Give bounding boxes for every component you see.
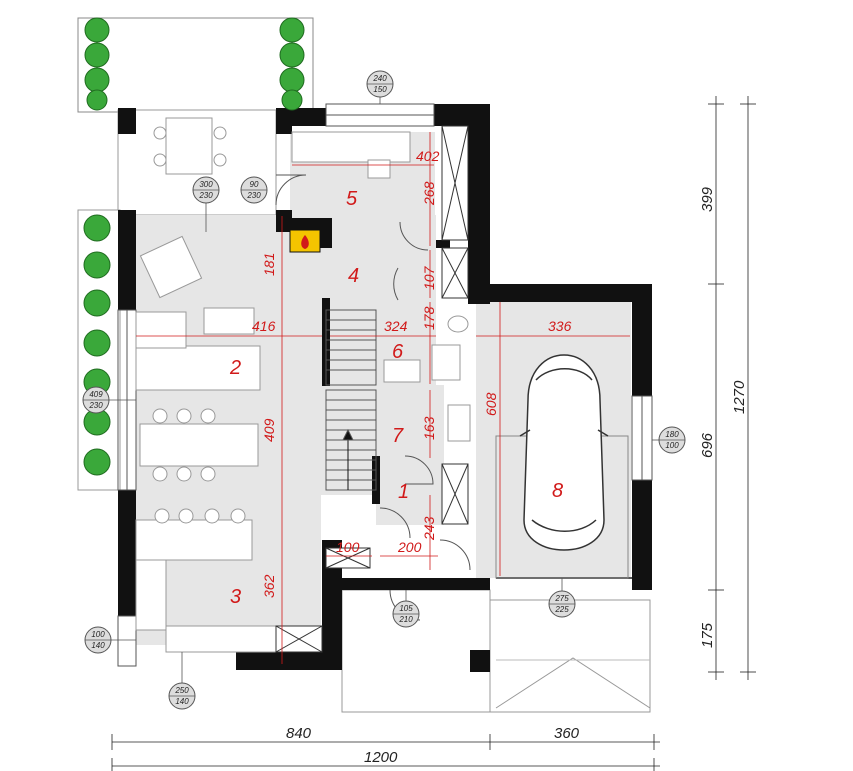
opening-tag-100-top: 100: [91, 630, 105, 639]
opening-tag-275-top: 275: [554, 594, 569, 603]
opening-tag-105: 105 210: [392, 590, 420, 628]
dimension-178: 178: [421, 306, 437, 330]
room-label-7: 7: [392, 425, 404, 447]
opening-tag-300: 300 230: [192, 176, 220, 232]
opening-tag-250: 250 140: [168, 652, 196, 710]
dimension-324: 324: [384, 318, 408, 334]
interior-dimension-lines: [136, 132, 630, 664]
dimension-402: 402: [416, 148, 440, 164]
exterior-dimension-labels: 840 360 1200 399 696 175 1270: [286, 186, 748, 766]
opening-tag-100: 100 140: [84, 626, 136, 654]
dimension-416: 416: [252, 318, 276, 334]
dimension-409: 409: [261, 418, 277, 442]
dimension-100: 100: [336, 539, 360, 555]
dimension-336: 336: [548, 318, 572, 334]
opening-tag-90: 90 230: [240, 176, 268, 204]
opening-tag-409: 409 230: [82, 386, 136, 414]
opening-tag-180-bottom: 100: [665, 441, 679, 450]
opening-tag-275: 275 225: [548, 578, 576, 618]
opening-tag-180: 180 100: [652, 426, 686, 454]
dimension-268: 268: [421, 181, 437, 206]
opening-tag-275-bottom: 225: [554, 605, 569, 614]
room-label-4: 4: [348, 265, 359, 287]
room-label-5: 5: [346, 188, 358, 210]
car-icon: [519, 354, 609, 551]
opening-tag-180-top: 180: [665, 430, 679, 439]
dimension-696: 696: [699, 432, 716, 458]
dimension-107: 107: [421, 265, 437, 290]
opening-tag-105-top: 105: [399, 604, 413, 613]
room-label-8: 8: [552, 480, 563, 502]
opening-tag-409-bottom: 230: [88, 401, 103, 410]
opening-tag-250-bottom: 140: [175, 697, 189, 706]
dimension-181: 181: [261, 253, 277, 276]
opening-tag-90-top: 90: [250, 180, 259, 189]
room-label-2: 2: [229, 357, 241, 379]
furniture: [135, 117, 471, 653]
walls: [118, 104, 652, 672]
dimension-1270: 1270: [731, 380, 748, 414]
dimension-608: 608: [483, 392, 499, 416]
dimension-399: 399: [699, 186, 716, 212]
opening-tag-240-top: 240: [372, 74, 387, 83]
stairs: [325, 309, 377, 491]
opening-tag-240: 240 150: [366, 70, 394, 104]
room-labels: 1 2 3 4 5 6 7 8: [229, 188, 563, 608]
opening-tags: 240 150 300 230 90 230 409 230 180: [82, 70, 686, 710]
opening-tag-409-top: 409: [89, 390, 103, 399]
opening-tag-240-bottom: 150: [373, 85, 387, 94]
dimension-200: 200: [397, 539, 422, 555]
plants: [83, 17, 305, 476]
room-label-6: 6: [392, 341, 404, 363]
exterior-dimension-lines: [111, 96, 756, 771]
dimension-1200: 1200: [364, 749, 398, 766]
opening-tag-250-top: 250: [174, 686, 189, 695]
dimension-243: 243: [421, 516, 437, 541]
dimension-163: 163: [421, 416, 437, 440]
dimension-840: 840: [286, 725, 312, 742]
room-label-3: 3: [230, 586, 241, 608]
fireplace-icon: [289, 229, 321, 253]
interior-dimension-labels: 402 268 181 107 416 324 178 336 608 163 …: [252, 148, 572, 598]
opening-tag-105-bottom: 210: [398, 615, 413, 624]
opening-tag-90-bottom: 230: [246, 191, 261, 200]
dimension-362: 362: [261, 574, 277, 598]
opening-tag-100-bottom: 140: [91, 641, 105, 650]
opening-tag-300-top: 300: [199, 180, 213, 189]
dimension-175: 175: [699, 622, 716, 648]
dimension-360: 360: [554, 725, 580, 742]
room-label-1: 1: [398, 481, 409, 503]
storage-cabinets: [275, 125, 469, 653]
opening-tag-300-bottom: 230: [198, 191, 213, 200]
